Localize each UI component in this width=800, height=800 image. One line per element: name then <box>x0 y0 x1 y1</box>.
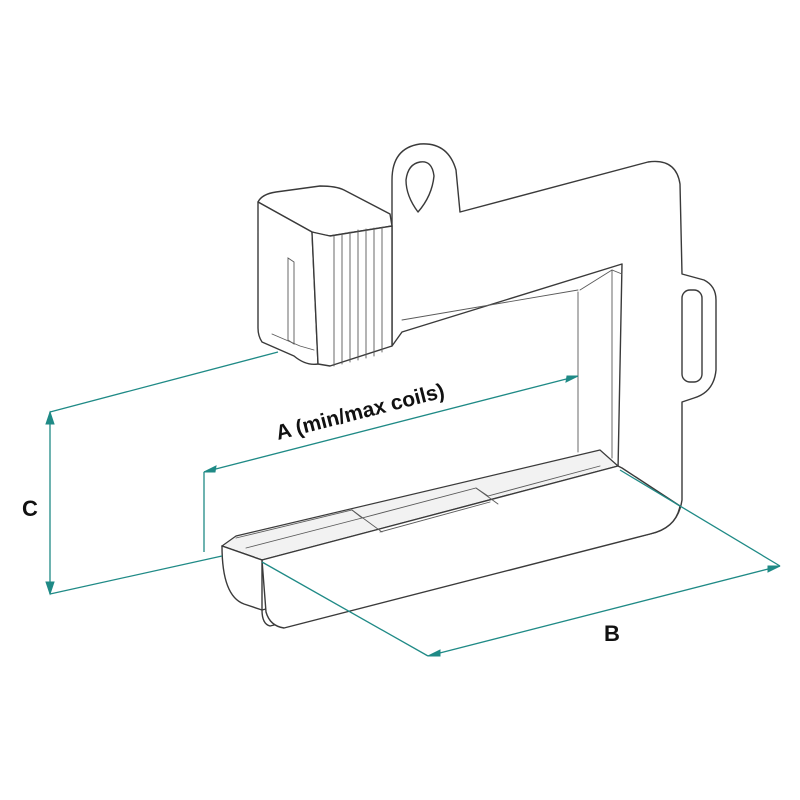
dimension-b-extension-left <box>261 561 429 657</box>
handle-slot <box>681 289 703 383</box>
counterweight <box>257 185 393 367</box>
dimension-a-line <box>203 375 579 473</box>
dimension-c-extension-bottom <box>49 555 223 595</box>
dimension-b-line <box>427 565 781 657</box>
lower-arm-tip <box>221 545 263 611</box>
dimension-c: C <box>22 351 279 596</box>
lifting-eye-hole <box>405 161 435 213</box>
dimension-a-arrow-left <box>203 465 217 473</box>
dimension-c-extension-top <box>49 351 279 413</box>
lower-arm-front <box>221 465 681 629</box>
frame-plate <box>261 143 717 627</box>
dimension-c-label: C <box>22 496 38 521</box>
dimension-c-arrow-top <box>45 410 55 425</box>
dimension-b-extension-right <box>619 469 781 567</box>
dimension-a-label: A (min/max coils) <box>274 380 447 445</box>
dimension-b-arrow-left <box>427 649 441 657</box>
counterweight-front-face <box>311 225 393 367</box>
dimension-b-label: B <box>604 621 620 646</box>
dimension-b: B <box>261 469 781 657</box>
lower-arm <box>221 449 681 629</box>
dimension-a-arrow-right <box>565 375 579 383</box>
c-hook-frame <box>261 143 717 627</box>
dimension-b-arrow-right <box>767 565 781 573</box>
dimension-c-arrow-bottom <box>45 581 55 596</box>
